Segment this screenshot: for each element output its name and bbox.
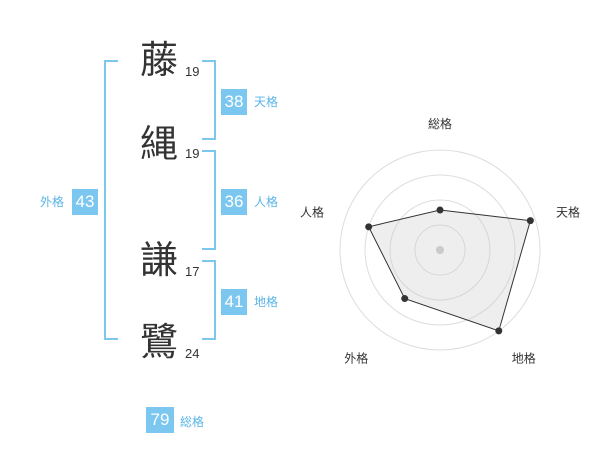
name-char-4: 鷺 [140,320,179,364]
name-char-2: 縄 [140,122,179,166]
gaikaku-label: 外格 [40,195,65,209]
radar-score-area [367,209,531,332]
chikaku-value-badge: 41 [221,289,247,315]
tenkaku-bracket [202,60,216,140]
radar-point-3 [495,327,503,335]
tenkaku-label: 天格 [254,95,279,109]
radar-center-dot [436,246,444,254]
stroke-count-3: 17 [185,264,200,279]
gaikaku-value-badge: 43 [72,189,98,215]
chikaku-bracket [202,260,216,340]
radar-point-5 [365,223,373,231]
radar-axis-label-5: 人格 [300,204,324,219]
stroke-count-2: 19 [185,146,200,161]
radar-point-2 [526,217,534,225]
radar-grid-ring-1 [414,224,466,276]
stroke-count-4: 24 [185,346,200,361]
jinkaku-bracket [202,150,216,250]
radar-point-1 [436,206,444,214]
radar-grid-ring-3 [364,174,516,326]
radar-grid-ring-4 [339,149,541,351]
radar-axis-label-4: 外格 [344,351,368,366]
stroke-count-1: 19 [185,64,200,79]
name-char-1: 藤 [140,38,179,82]
chikaku-label: 地格 [254,295,279,309]
soukaku-value-badge: 79 [146,407,174,433]
soukaku-label: 総格 [180,415,205,429]
name-char-3: 謙 [140,238,179,282]
radar-point-4 [401,295,409,303]
radar-axis-label-1: 総格 [428,116,452,131]
radar-axis-label-2: 天格 [556,204,580,219]
jinkaku-label: 人格 [254,195,279,209]
gaikaku-bracket [104,60,118,340]
radar-axis-label-3: 地格 [512,351,536,366]
jinkaku-value-badge: 36 [221,189,247,215]
radar-grid-ring-2 [389,199,491,301]
tenkaku-value-badge: 38 [221,89,247,115]
